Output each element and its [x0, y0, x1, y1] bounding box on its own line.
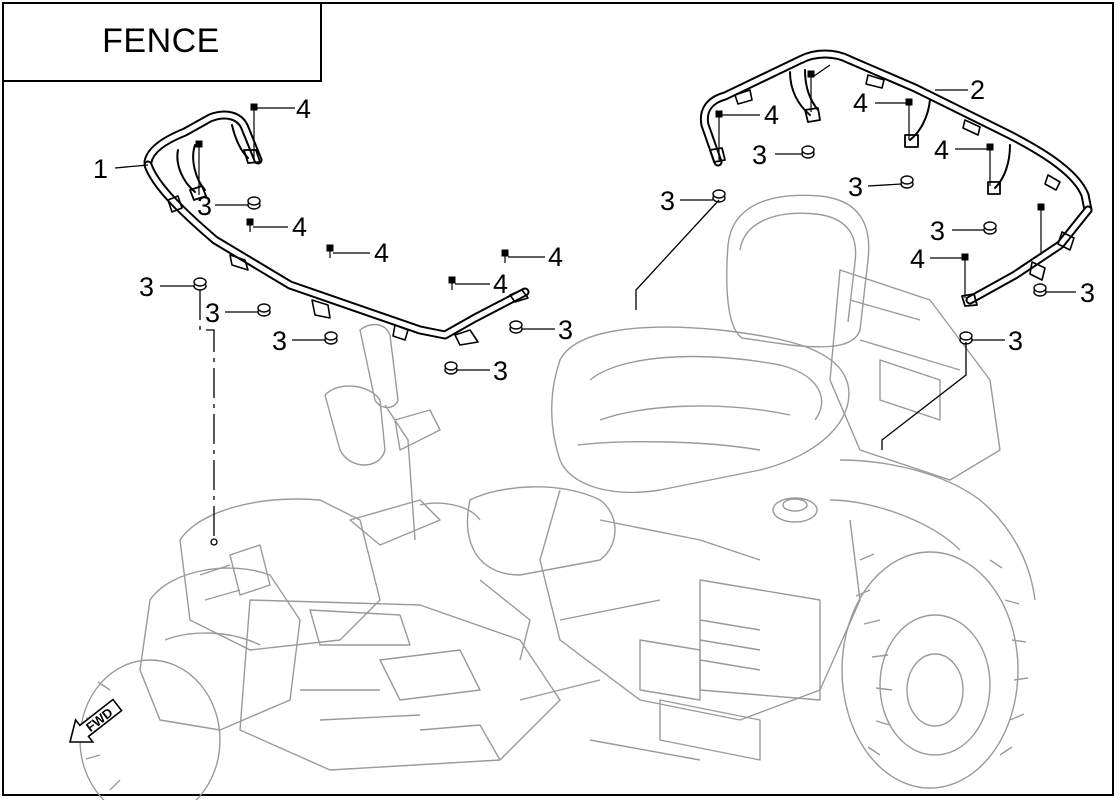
- nut-icon: [444, 361, 458, 375]
- callout-rail-2: 2: [970, 75, 985, 105]
- nut-icons: [193, 145, 1047, 375]
- callout-bolt: 4: [853, 88, 868, 118]
- callout-nut: 3: [660, 186, 675, 216]
- callouts: 1 2 4 4 4 4 4 4 4 4 4 3 3 3 3 3 3 3 3 3 …: [93, 75, 1095, 386]
- callout-bolt: 4: [764, 100, 779, 130]
- callout-bolt: 4: [910, 244, 925, 274]
- callout-nut: 3: [139, 272, 154, 302]
- nut-icon: [193, 277, 207, 291]
- callout-nut: 3: [205, 298, 220, 328]
- bolt-icon: [326, 244, 334, 258]
- callout-rail-1: 1: [93, 154, 108, 184]
- callout-bolt: 4: [374, 238, 389, 268]
- bolt-icon: [501, 249, 509, 263]
- callout-nut: 3: [493, 356, 508, 386]
- bolt-icon: [807, 70, 815, 112]
- bolt-icon: [715, 110, 723, 160]
- nut-icon: [900, 175, 914, 189]
- nut-icon: [801, 145, 815, 159]
- nut-icon: [257, 303, 271, 317]
- callout-nut: 3: [1080, 278, 1095, 308]
- bolt-icon: [905, 98, 913, 140]
- callout-nut: 3: [930, 216, 945, 246]
- bolt-icon: [195, 140, 203, 195]
- page-title: FENCE: [102, 21, 220, 60]
- callout-bolt: 4: [292, 212, 307, 242]
- nut-icon: [247, 196, 261, 210]
- bolt-icon: [986, 143, 994, 186]
- bolt-icon: [246, 218, 254, 232]
- callout-bolt: 4: [493, 269, 508, 299]
- atv-vehicle: [79, 194, 1036, 800]
- leader-lines: [114, 64, 1076, 371]
- fence-rail-2: [699, 49, 1093, 307]
- callout-bolt: 4: [548, 242, 563, 272]
- callout-nut: 3: [197, 191, 212, 221]
- callout-nut: 3: [752, 140, 767, 170]
- assembly-guide-lines: [199, 199, 967, 546]
- callout-bolt: 4: [296, 94, 311, 124]
- bolt-icon: [961, 253, 969, 298]
- bolt-icon: [448, 276, 456, 290]
- nut-icon: [959, 331, 973, 345]
- bolt-icon: [250, 103, 258, 160]
- callout-nut: 3: [848, 172, 863, 202]
- nut-icon: [324, 331, 338, 345]
- fence-rail-1: [143, 110, 530, 346]
- bolt-icons: [195, 70, 1045, 298]
- nut-icon: [509, 320, 523, 334]
- callout-nut: 3: [1008, 326, 1023, 356]
- nut-icon: [712, 189, 726, 203]
- callout-nut: 3: [272, 326, 287, 356]
- bolt-icon: [1037, 203, 1045, 255]
- nut-icon: [1033, 283, 1047, 297]
- callout-bolt: 4: [934, 135, 949, 165]
- nut-icon: [983, 221, 997, 235]
- title-box: FENCE: [2, 2, 322, 82]
- fwd-arrow-icon: FWD: [68, 698, 123, 743]
- callout-nut: 3: [558, 315, 573, 345]
